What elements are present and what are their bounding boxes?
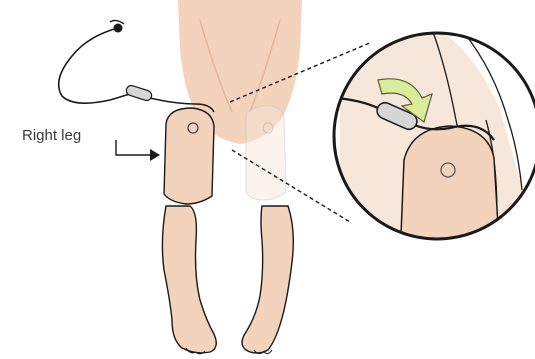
cord-clip — [125, 84, 153, 102]
callout-arrow-line — [116, 140, 150, 155]
cord — [59, 28, 136, 103]
left-lower-leg — [242, 206, 293, 353]
right-thigh — [164, 108, 214, 204]
left-leg-ghost — [246, 106, 286, 200]
zoom-thigh — [400, 126, 500, 260]
cord-knob — [114, 24, 123, 33]
cord-top-tail — [110, 20, 124, 24]
right-lower-leg — [162, 206, 216, 353]
zoom-detail — [334, 20, 535, 260]
callout-arrowhead — [150, 149, 160, 161]
callout-label: Right leg — [22, 127, 81, 144]
